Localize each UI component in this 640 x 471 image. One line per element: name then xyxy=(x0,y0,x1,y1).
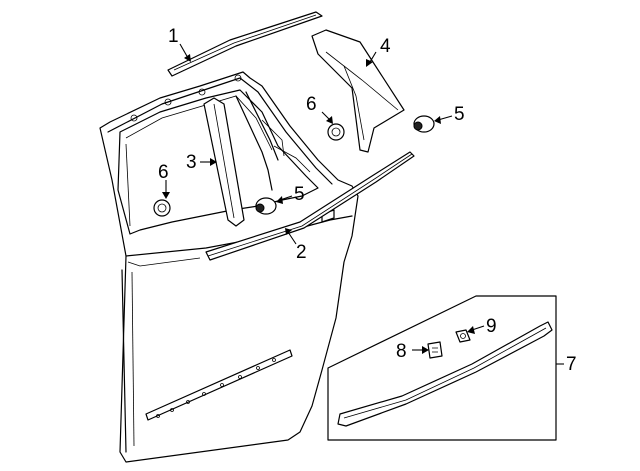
callout-labels: 1 2 3 4 5 5 6 6 7 8 9 xyxy=(158,26,577,375)
rear-door-shell xyxy=(99,71,359,463)
callout-6-lower: 6 xyxy=(158,162,169,183)
callout-8: 8 xyxy=(396,341,407,362)
part-6-nut-lower xyxy=(153,199,171,217)
inset-box xyxy=(327,295,557,441)
callout-7: 7 xyxy=(566,354,577,375)
part-5-nut-lower xyxy=(255,197,277,215)
part-1-molding xyxy=(167,11,323,77)
part-5-nut-upper xyxy=(413,115,435,133)
callout-4: 4 xyxy=(380,36,391,57)
part-4-applique xyxy=(311,29,405,153)
leader-lines xyxy=(162,43,564,365)
callout-9: 9 xyxy=(486,316,497,337)
callout-2: 2 xyxy=(296,242,307,263)
callout-6-upper: 6 xyxy=(306,94,317,115)
part-6-nut-upper xyxy=(327,123,345,141)
callout-5-lower: 5 xyxy=(294,184,305,205)
part-3-applique xyxy=(203,97,245,227)
callout-1: 1 xyxy=(168,26,179,47)
part-2-belt-molding xyxy=(205,151,415,261)
callout-5-upper: 5 xyxy=(454,104,465,125)
callout-3: 3 xyxy=(186,152,197,173)
